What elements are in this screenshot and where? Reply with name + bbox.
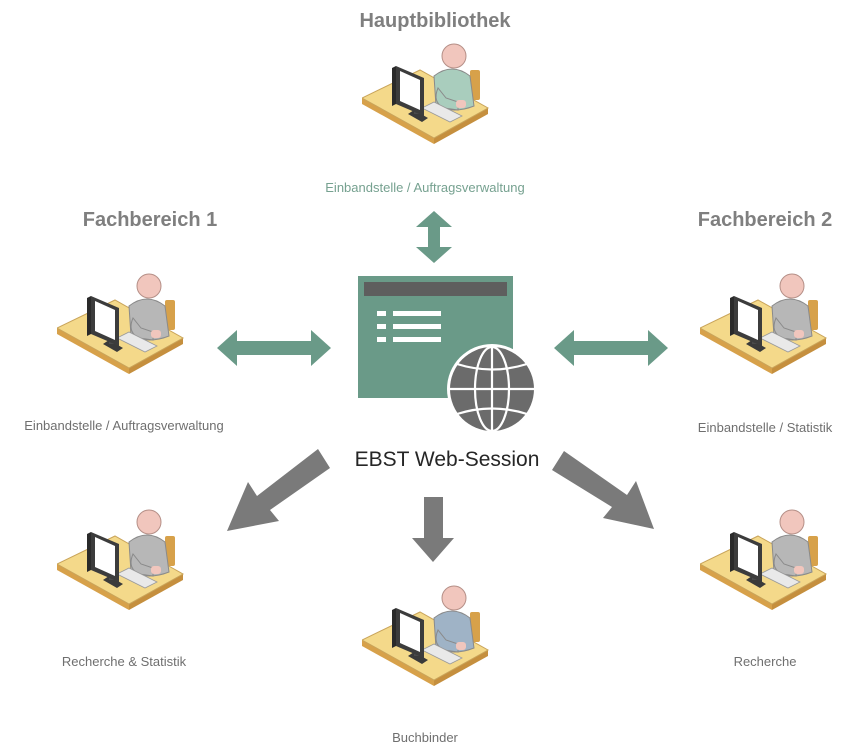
workstation-recherche-statistik [57, 502, 187, 610]
arrow-center-bottom-right [552, 451, 654, 529]
arrow-haupt-center [416, 211, 452, 263]
role-fachbereich-1: Einbandstelle / Auftragsverwaltung [24, 418, 224, 433]
role-buchbinder: Buchbinder [392, 730, 458, 745]
web-session-label: EBST Web-Session [354, 448, 540, 471]
title-hauptbibliothek: Hauptbibliothek [359, 10, 511, 32]
workstation-icon [700, 273, 828, 374]
workstation-icon [57, 273, 185, 374]
globe-icon [447, 344, 537, 434]
arrow-fach2-center [554, 330, 668, 366]
workstation-icon [57, 509, 185, 610]
arrow-fach1-center [217, 330, 331, 366]
workstation-recherche [700, 502, 830, 610]
role-fachbereich-2: Einbandstelle / Statistik [697, 420, 833, 435]
workstation-icon [700, 509, 828, 610]
workstation-icon [362, 43, 490, 144]
workstation-hauptbibliothek [362, 36, 492, 144]
title-fachbereich-1: Fachbereich 1 [82, 209, 218, 231]
title-fachbereich-2: Fachbereich 2 [697, 209, 833, 231]
web-window-icon [358, 276, 513, 398]
workstation-fachbereich-2 [700, 266, 830, 374]
arrow-center-bottom-center [412, 497, 454, 562]
role-recherche: Recherche [733, 654, 797, 669]
workstation-icon [362, 585, 490, 686]
role-hauptbibliothek: Einbandstelle / Auftragsverwaltung [325, 180, 525, 195]
workstation-buchbinder [362, 578, 492, 686]
role-recherche-statistik: Recherche & Statistik [61, 654, 187, 669]
arrow-center-bottom-left [227, 449, 330, 531]
workstation-fachbereich-1 [57, 266, 187, 374]
web-session-icon [358, 276, 537, 434]
